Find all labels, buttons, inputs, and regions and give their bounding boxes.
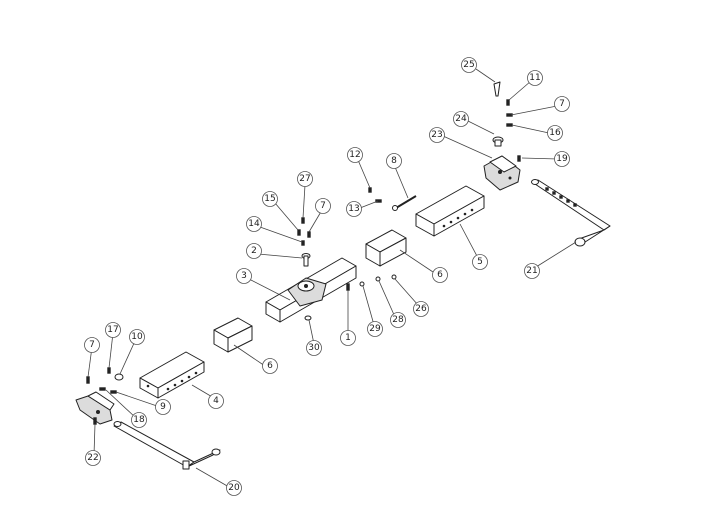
- svg-text:4: 4: [213, 396, 219, 406]
- svg-text:30: 30: [308, 343, 320, 353]
- svg-text:20: 20: [228, 483, 240, 493]
- svg-text:12: 12: [349, 150, 360, 160]
- svg-text:26: 26: [415, 304, 427, 314]
- part-21-tube: [531, 179, 611, 247]
- svg-text:6: 6: [437, 270, 443, 280]
- callout-2: 2: [246, 243, 262, 259]
- callout-28: 28: [390, 312, 406, 328]
- part-6-left-insert: [213, 317, 253, 353]
- svg-text:16: 16: [549, 128, 561, 138]
- hardware-right: [492, 81, 521, 162]
- callout-18: 18: [131, 412, 147, 428]
- callout-25: 25: [461, 57, 477, 73]
- callout-10: 10: [129, 329, 145, 345]
- callout-21: 21: [524, 263, 540, 279]
- svg-text:17: 17: [107, 325, 118, 335]
- callout-30: 30: [306, 340, 322, 356]
- svg-text:14: 14: [248, 219, 260, 229]
- callout-24: 24: [453, 111, 469, 127]
- callout-26: 26: [413, 301, 429, 317]
- callout-5: 5: [472, 254, 488, 270]
- callout-1: 1: [340, 330, 356, 346]
- part-22-bracket: [75, 391, 115, 425]
- callout-6-left: 6: [262, 358, 278, 374]
- svg-text:25: 25: [463, 60, 474, 70]
- svg-text:11: 11: [529, 73, 540, 83]
- part-23-bracket: [483, 155, 521, 191]
- callout-12: 12: [347, 147, 363, 163]
- svg-text:7: 7: [320, 201, 326, 211]
- callout-20: 20: [226, 480, 242, 496]
- callout-16: 16: [547, 125, 563, 141]
- callouts: 25 11 7 24 16 23 19 12 8 13 27 15 7 14 2…: [84, 57, 570, 496]
- callout-13: 13: [346, 201, 362, 217]
- svg-text:13: 13: [348, 204, 359, 214]
- callout-17: 17: [105, 322, 121, 338]
- svg-text:21: 21: [526, 266, 537, 276]
- svg-text:5: 5: [477, 257, 483, 267]
- callout-15: 15: [262, 191, 278, 207]
- part-5-tube: [415, 185, 485, 237]
- part-20-tube: [113, 421, 221, 470]
- callout-27: 27: [297, 171, 313, 187]
- svg-text:27: 27: [299, 174, 310, 184]
- part-8-pin: [392, 195, 417, 211]
- svg-text:7: 7: [559, 99, 565, 109]
- svg-text:24: 24: [455, 114, 467, 124]
- svg-text:8: 8: [391, 156, 397, 166]
- callout-29: 29: [367, 321, 383, 337]
- svg-text:15: 15: [264, 194, 275, 204]
- svg-text:9: 9: [160, 402, 166, 412]
- svg-text:7: 7: [89, 340, 95, 350]
- svg-text:18: 18: [133, 415, 145, 425]
- svg-text:6: 6: [267, 361, 273, 371]
- svg-text:1: 1: [345, 333, 351, 343]
- leader-lines: [87, 68, 577, 488]
- svg-text:22: 22: [87, 453, 98, 463]
- callout-7-left: 7: [84, 337, 100, 353]
- svg-text:10: 10: [131, 332, 143, 342]
- svg-text:23: 23: [431, 130, 442, 140]
- part-3-center-tube: [265, 257, 357, 323]
- svg-text:2: 2: [251, 246, 257, 256]
- callout-7-center: 7: [315, 198, 331, 214]
- svg-text:28: 28: [392, 315, 404, 325]
- part-6-right-insert: [365, 229, 407, 267]
- callout-4: 4: [208, 393, 224, 409]
- callout-23: 23: [429, 127, 445, 143]
- part-2-pin: [301, 253, 311, 267]
- callout-14: 14: [246, 216, 262, 232]
- svg-text:19: 19: [556, 154, 568, 164]
- callout-22: 22: [85, 450, 101, 466]
- svg-text:3: 3: [241, 271, 247, 281]
- callout-7-right: 7: [554, 96, 570, 112]
- callout-8: 8: [386, 153, 402, 169]
- hardware-left: [86, 367, 124, 394]
- callout-11: 11: [527, 70, 543, 86]
- callout-3: 3: [236, 268, 252, 284]
- callout-9: 9: [155, 399, 171, 415]
- svg-text:29: 29: [369, 324, 381, 334]
- callout-19: 19: [554, 151, 570, 167]
- callout-6-right: 6: [432, 267, 448, 283]
- part-4-tube: [139, 351, 205, 399]
